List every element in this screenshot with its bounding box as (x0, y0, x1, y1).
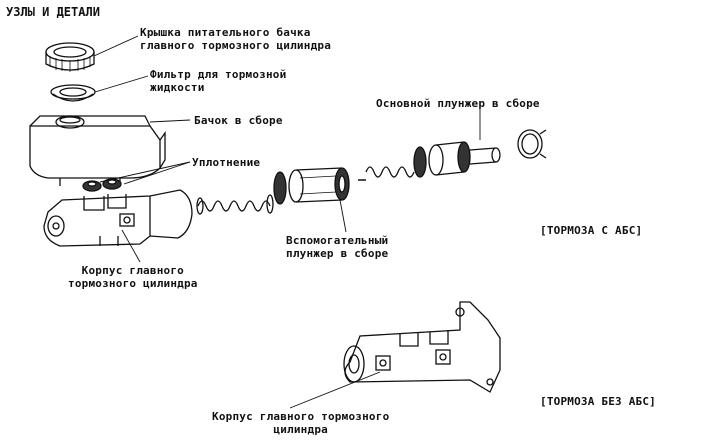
label-secondary-line1: Вспомогательный (286, 234, 389, 247)
label-cap: Крышка питательного бачка главного тормо… (140, 26, 331, 52)
fluid-filter-drawing (50, 84, 96, 102)
master-cylinder-body-noabs-drawing (343, 301, 501, 393)
page-heading: УЗЛЫ И ДЕТАЛИ (6, 5, 100, 19)
section-without-abs: [ТОРМОЗА БЕЗ АБС] (540, 395, 656, 408)
section-with-abs: [ТОРМОЗА С АБС] (540, 224, 643, 237)
label-body-noabs-line2: цилиндра (273, 423, 328, 436)
label-filter-line1: Фильтр для тормозной (150, 68, 287, 81)
label-filter-line2: жидкости (150, 81, 205, 94)
label-cap-line1: Крышка питательного бачка (140, 26, 311, 39)
reservoir-drawing (29, 115, 166, 186)
label-body-noabs-line1: Корпус главного тормозного (212, 410, 390, 423)
label-primary-piston: Основной плунжер в сборе (376, 97, 540, 110)
label-body-abs-line2: тормозного цилиндра (68, 277, 198, 290)
label-seal: Уплотнение (192, 156, 261, 169)
label-body-noabs: Корпус главного тормозного цилиндра (212, 410, 389, 436)
secondary-spring-drawing (196, 194, 274, 215)
primary-piston-drawing (413, 141, 501, 178)
primary-spring-drawing (358, 166, 415, 181)
label-body-abs: Корпус главного тормозного цилиндра (68, 264, 198, 290)
reservoir-cap-drawing (45, 42, 95, 72)
seals-drawing (82, 178, 122, 192)
label-cap-line2: главного тормозного цилиндра (140, 39, 332, 52)
label-filter: Фильтр для тормозной жидкости (150, 68, 286, 94)
leader-lines (93, 35, 481, 409)
secondary-piston-drawing (273, 167, 350, 205)
label-secondary-line2: плунжер в сборе (286, 247, 389, 260)
label-reservoir: Бачок в сборе (194, 114, 283, 127)
label-body-abs-line1: Корпус главного (81, 264, 184, 277)
master-cylinder-body-abs-drawing (43, 189, 193, 247)
snap-ring-drawing (517, 129, 547, 159)
label-secondary-piston: Вспомогательный плунжер в сборе (286, 234, 388, 260)
